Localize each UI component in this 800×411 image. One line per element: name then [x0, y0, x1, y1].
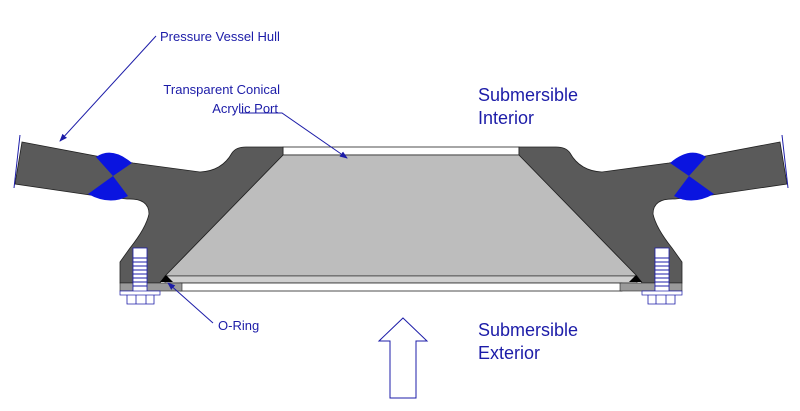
label-interior-line1: Submersible — [478, 85, 579, 105]
window-top — [282, 146, 520, 156]
label-pressure-vessel-hull: Pressure Vessel Hull — [160, 29, 280, 44]
hull-leader — [59, 35, 157, 142]
label-port-line2: Acrylic Port — [212, 101, 278, 116]
pressure-arrow-icon — [377, 317, 429, 399]
label-exterior-line1: Submersible — [478, 320, 579, 340]
label-port-line1: Transparent Conical — [163, 82, 280, 97]
oring-leader — [167, 282, 214, 324]
label-exterior-line2: Exterior — [478, 343, 541, 363]
port-leader — [240, 112, 348, 159]
label-o-ring: O-Ring — [218, 318, 260, 333]
window-bottom — [179, 282, 623, 292]
label-interior-line2: Interior — [478, 108, 535, 128]
